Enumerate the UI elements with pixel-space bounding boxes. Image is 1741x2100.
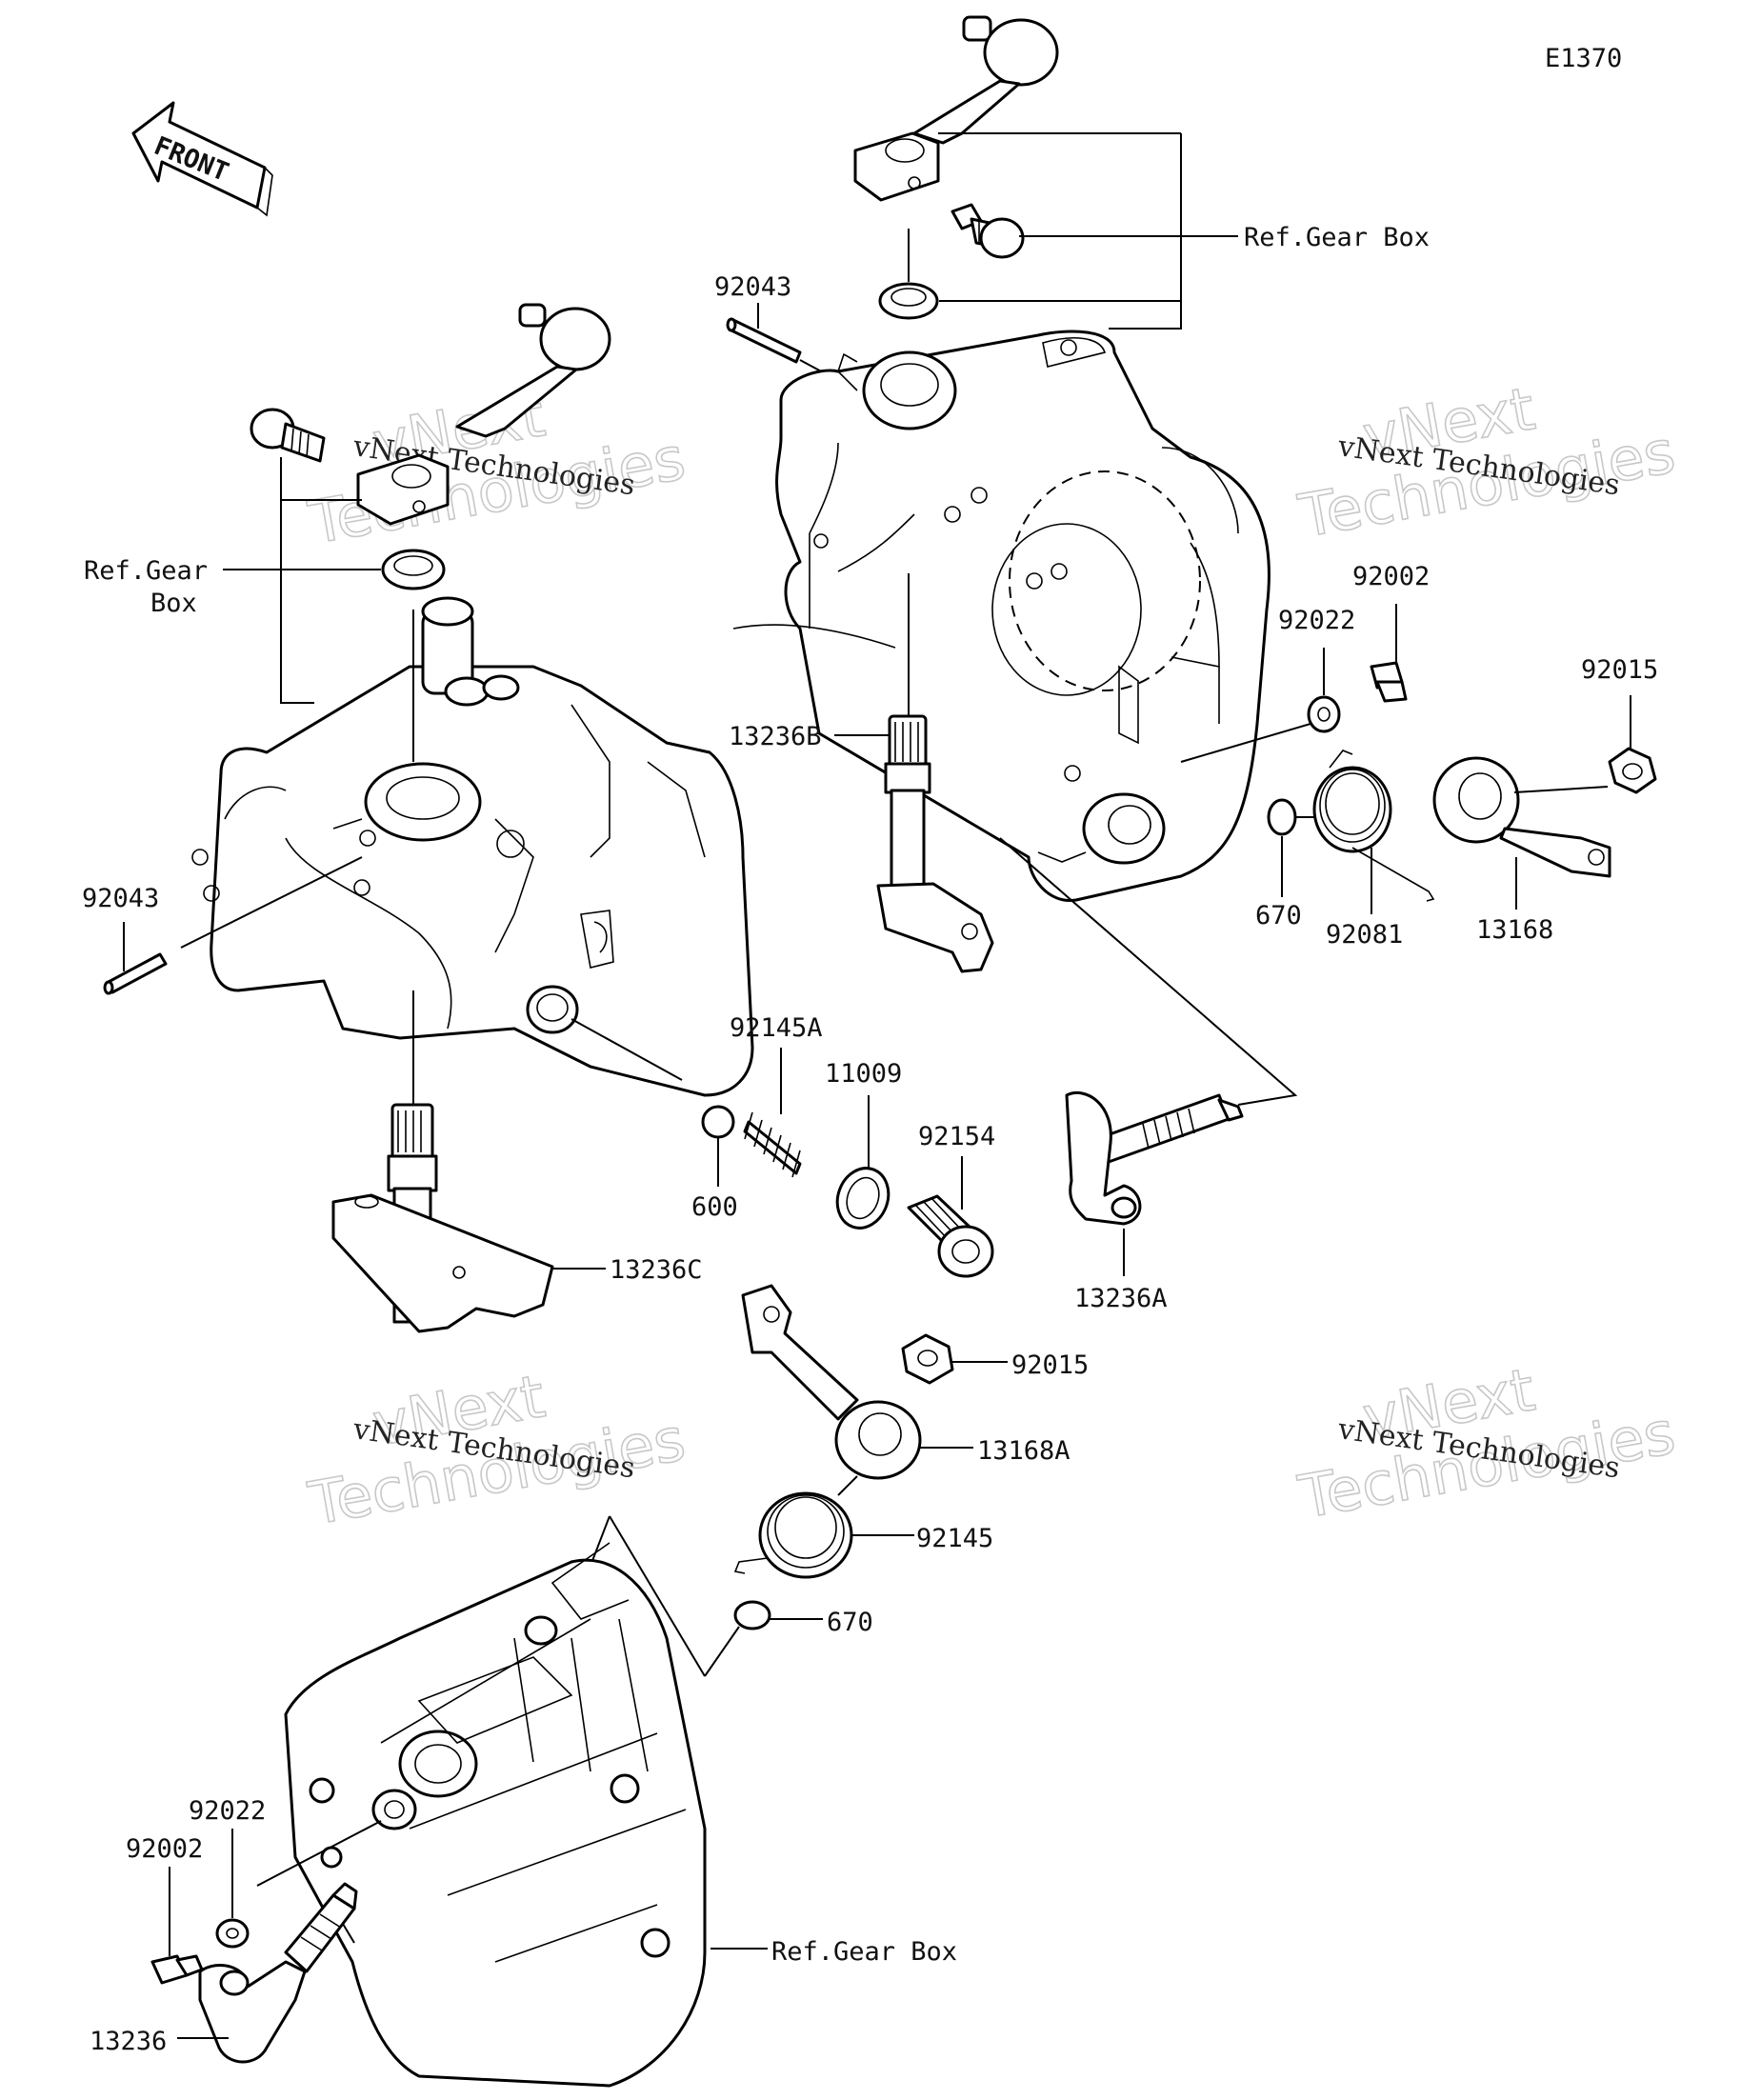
shift-shaft-13236A [1065,1091,1244,1226]
label-92022-right: 92022 [1278,606,1355,635]
bolt-92002-left [150,1954,204,1985]
shift-lever-top-right [853,15,1059,202]
label-92002-right: 92002 [1352,562,1430,591]
label-92043-top: 92043 [714,272,791,302]
label-13236A: 13236A [1074,1284,1168,1313]
bolt-top-right [951,203,1025,259]
shift-lever-13168 [1432,756,1611,878]
gear-box-housing-top-right [775,330,1271,902]
oil-seal-top-right [878,282,939,320]
spring-92145A [743,1111,802,1178]
label-670-right: 670 [1255,901,1302,930]
shift-shaft-13236C [331,990,554,1333]
washer-92022-right [1307,695,1341,733]
label-92015-right: 92015 [1581,655,1658,685]
label-92022-left: 92022 [189,1796,266,1826]
shift-lever-top-left [356,303,611,526]
oil-seal-top-left [381,549,446,590]
label-13236: 13236 [90,2027,167,2056]
spring-92081 [1312,750,1435,902]
label-92002-left: 92002 [126,1834,203,1864]
label-13236B: 13236B [729,722,822,751]
diagram-code: E1370 [1545,44,1622,73]
pin-92043-top [726,317,802,364]
plug-bolt-92154 [907,1194,994,1278]
label-92015-mid: 92015 [1011,1350,1089,1380]
front-arrow-icon: FRONT [131,101,273,217]
bolt-92002-right [1370,661,1408,703]
washer-92022-left [215,1918,250,1949]
label-92145: 92145 [916,1524,993,1553]
o-ring-670-right [1267,798,1297,836]
label-13168A: 13168A [977,1436,1071,1466]
label-670-mid: 670 [827,1608,873,1637]
label-92043-left: 92043 [82,884,159,913]
gear-box-housing-left [191,596,754,1097]
shift-shaft-13236B [876,573,994,973]
label-13168: 13168 [1476,915,1553,945]
pin-92043-left [103,952,168,995]
label-ref-gear-box-top: Ref.Gear Box [1244,223,1430,252]
gasket-11009 [835,1167,891,1230]
label-92081: 92081 [1326,920,1403,950]
label-ref-gear-box-left-2: Box [150,589,197,618]
label-11009: 11009 [825,1059,902,1089]
spring-92145 [733,1491,853,1579]
bolt-top-left [250,408,326,463]
label-ref-gear-box-bottom: Ref.Gear Box [771,1937,957,1967]
label-600: 600 [691,1192,738,1222]
shift-lever-13168A [741,1284,922,1480]
watermark-top-right: vNext Technologies [1292,373,1680,552]
ball-600 [701,1105,735,1139]
nut-92015-mid [901,1333,954,1385]
gear-box-housing-bottom-left [284,1542,707,2088]
nut-92015-right [1608,747,1657,794]
label-ref-gear-box-left-1: Ref.Gear [84,556,208,586]
label-92154: 92154 [918,1122,995,1151]
shift-shaft-13236 [198,1882,358,2064]
o-ring-670-mid [733,1600,771,1630]
label-13236C: 13236C [610,1255,703,1285]
label-92145A: 92145A [730,1013,823,1043]
